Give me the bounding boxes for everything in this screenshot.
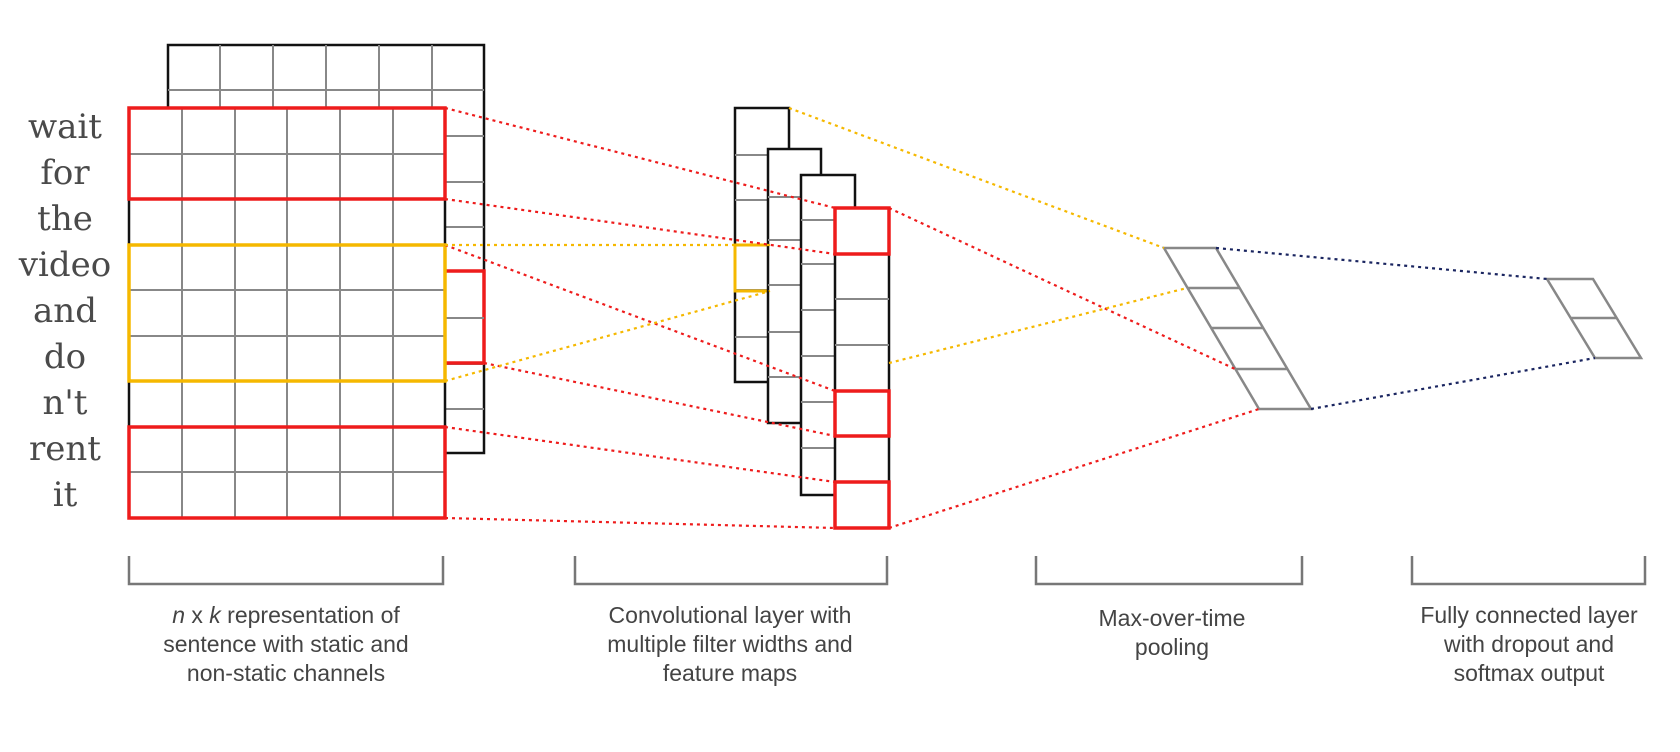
word: for (40, 153, 90, 193)
feature-map-4 (833, 206, 891, 530)
input-matrix-front-channel (127, 106, 447, 520)
word: it (53, 475, 78, 515)
bracket-conv (573, 556, 889, 586)
svg-text:with dropout and: with dropout and (1443, 631, 1614, 657)
word: and (33, 291, 97, 331)
svg-text:pooling: pooling (1135, 634, 1209, 660)
sentence-words: wait for the video and do n't rent it (18, 107, 111, 515)
svg-text:Max-over-time: Max-over-time (1099, 605, 1246, 631)
filter-window-red-bottom (127, 425, 447, 520)
yellow-connectors (444, 106, 1188, 383)
svg-text:Convolutional layer with: Convolutional layer with (609, 602, 852, 628)
svg-text:Fully connected layer: Fully connected layer (1420, 602, 1638, 628)
feature-map-4-red-top (833, 206, 891, 256)
word: rent (29, 429, 101, 469)
feature-map-4-red-bottom (833, 480, 891, 530)
bracket-pooling (1034, 556, 1304, 586)
word: video (18, 245, 111, 285)
caption-conv: Convolutional layer with multiple filter… (607, 602, 852, 686)
svg-text:multiple filter widths and: multiple filter widths and (607, 631, 852, 657)
caption-pooling: Max-over-time pooling (1099, 605, 1246, 660)
word: n't (43, 383, 88, 423)
caption-input: n x k representation of sentence with st… (163, 602, 408, 686)
filter-window-yellow (127, 243, 447, 383)
caption-output: Fully connected layer with dropout and s… (1420, 602, 1638, 686)
word: the (37, 199, 93, 239)
bracket-input (127, 556, 445, 586)
svg-text:softmax output: softmax output (1454, 660, 1605, 686)
feature-map-4-red-middle (833, 389, 891, 438)
bracket-output (1410, 556, 1647, 586)
filter-window-red-top (127, 106, 447, 201)
max-pooling-vector (1161, 246, 1314, 411)
svg-text:feature maps: feature maps (663, 660, 797, 686)
word: do (44, 337, 86, 377)
word: wait (28, 107, 102, 147)
section-brackets (127, 556, 1647, 586)
navy-connectors (1215, 246, 1596, 411)
fully-connected-output (1544, 277, 1644, 360)
svg-text:sentence with static and: sentence with static and (163, 631, 408, 657)
svg-text:n x k representation of: n x k representation of (172, 602, 400, 628)
red-connectors (444, 106, 1260, 530)
svg-text:non-static channels: non-static channels (187, 660, 385, 686)
